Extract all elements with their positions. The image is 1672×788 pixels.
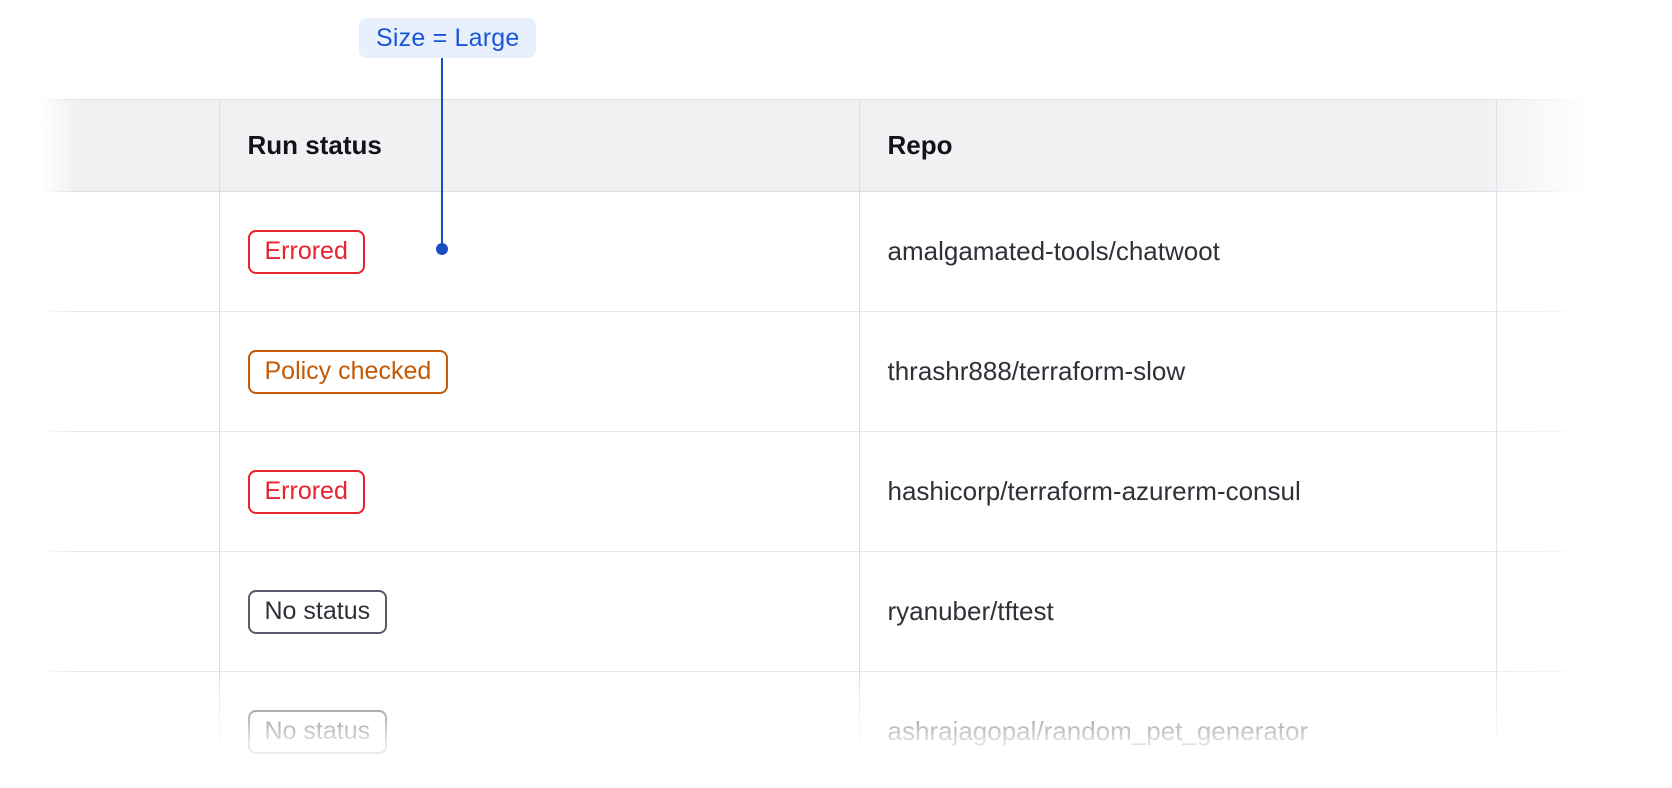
annotation-pointer-line: [441, 58, 443, 248]
status-badge[interactable]: Errored: [247, 469, 365, 514]
repo-cell[interactable]: thrashr888/terraform-slow: [859, 311, 1497, 432]
table-row[interactable]: Errored hashicorp/terraform-azurerm-cons…: [0, 431, 1672, 552]
table-viewport: Run status Repo Errored amalgamated-tool…: [0, 99, 1672, 788]
run-status-cell: No status: [219, 671, 860, 788]
status-badge-label: Policy checked: [264, 357, 432, 385]
repo-cell[interactable]: ryanuber/tftest: [859, 551, 1497, 672]
size-annotation-label: Size = Large: [376, 23, 520, 52]
row-lead-cell: [0, 431, 220, 552]
runs-table: Run status Repo Errored amalgamated-tool…: [0, 99, 1672, 788]
annotation-pointer-dot: [436, 243, 448, 255]
status-badge-label: Errored: [264, 237, 348, 265]
row-tail-cell: [1496, 671, 1672, 788]
row-tail-cell: [1496, 191, 1672, 312]
run-status-cell: Errored: [219, 191, 860, 312]
repo-cell[interactable]: ashrajagopal/random_pet_generator: [859, 671, 1497, 788]
top-fade-overlay: [0, 0, 1672, 99]
repo-cell[interactable]: amalgamated-tools/chatwoot: [859, 191, 1497, 312]
status-badge-label: No status: [264, 597, 371, 625]
row-tail-cell: [1496, 551, 1672, 672]
status-badge[interactable]: No status: [247, 589, 388, 634]
run-status-cell: No status: [219, 551, 860, 672]
column-header-repo[interactable]: Repo: [859, 99, 1497, 192]
row-lead-cell: [0, 191, 220, 312]
run-status-cell: Errored: [219, 431, 860, 552]
row-lead-cell: [0, 551, 220, 672]
table-row[interactable]: No status ashrajagopal/random_pet_genera…: [0, 671, 1672, 788]
row-tail-cell: [1496, 311, 1672, 432]
status-badge-label: Errored: [264, 477, 348, 505]
table-header-row: Run status Repo: [0, 99, 1672, 192]
table-body: Errored amalgamated-tools/chatwoot Polic…: [0, 191, 1672, 788]
column-header-lead: [0, 99, 220, 192]
repo-cell[interactable]: hashicorp/terraform-azurerm-consul: [859, 431, 1497, 552]
table-row[interactable]: No status ryanuber/tftest: [0, 551, 1672, 672]
row-lead-cell: [0, 671, 220, 788]
table-header: Run status Repo: [0, 99, 1672, 192]
row-lead-cell: [0, 311, 220, 432]
column-header-run-status[interactable]: Run status: [219, 99, 860, 192]
size-annotation-badge: Size = Large: [359, 18, 537, 58]
status-badge[interactable]: Policy checked: [247, 349, 449, 394]
status-badge-label: No status: [264, 717, 371, 745]
status-badge[interactable]: No status: [247, 709, 388, 754]
row-tail-cell: [1496, 431, 1672, 552]
column-header-tail: [1496, 99, 1672, 192]
status-badge[interactable]: Errored: [247, 229, 365, 274]
table-row[interactable]: Policy checked thrashr888/terraform-slow: [0, 311, 1672, 432]
table-row[interactable]: Errored amalgamated-tools/chatwoot: [0, 191, 1672, 312]
run-status-cell: Policy checked: [219, 311, 860, 432]
